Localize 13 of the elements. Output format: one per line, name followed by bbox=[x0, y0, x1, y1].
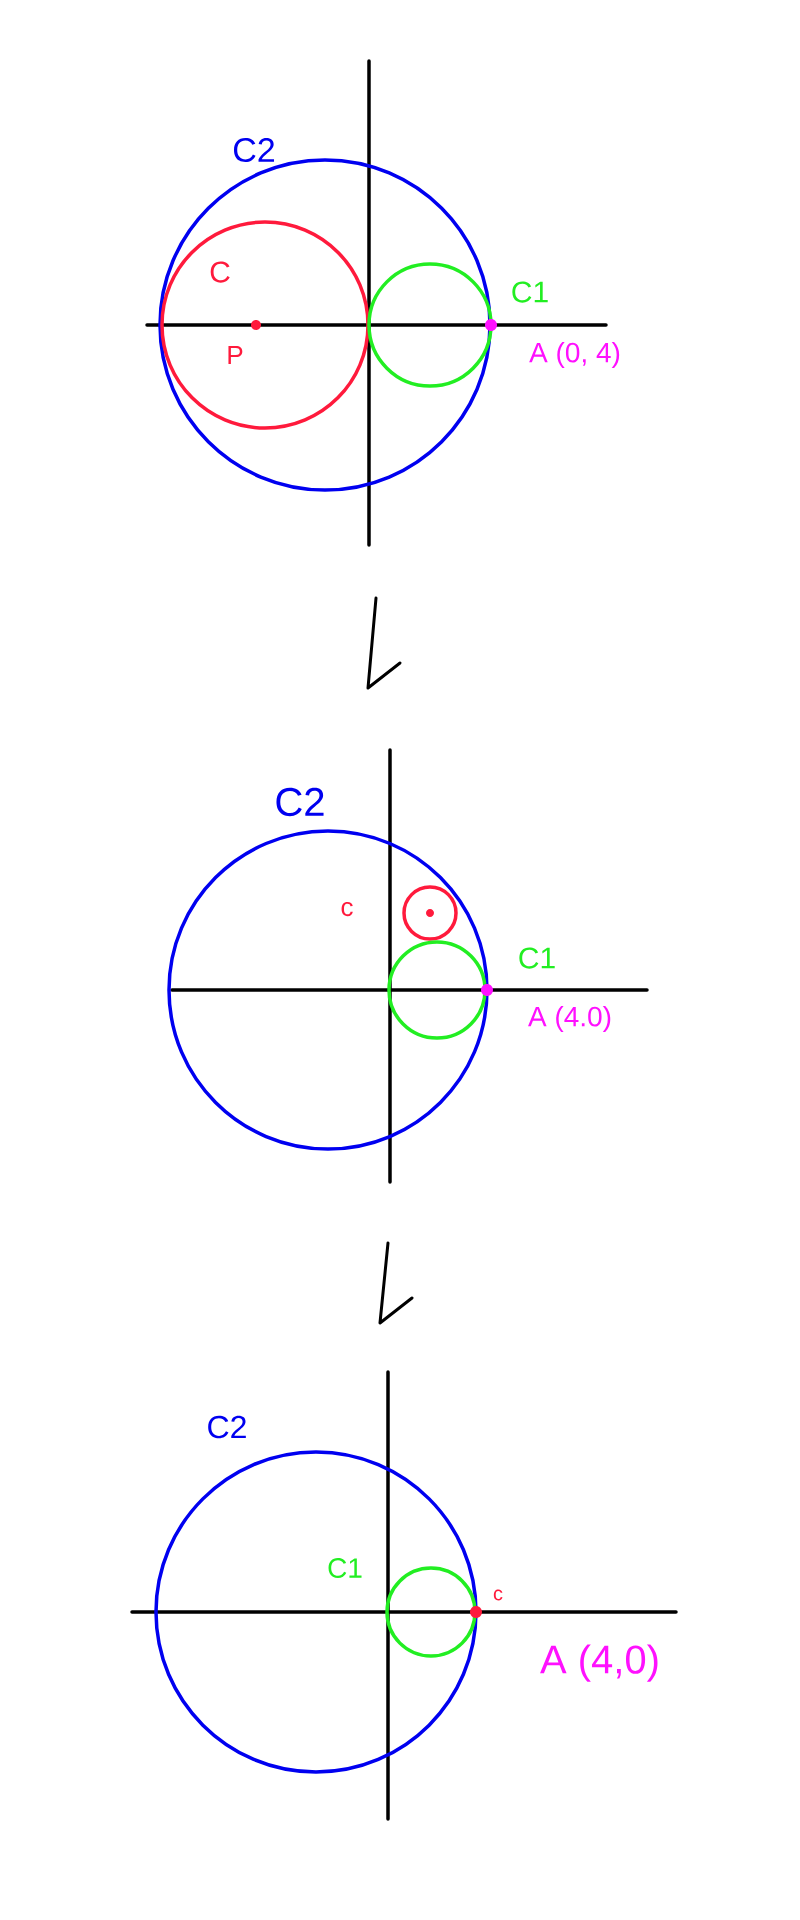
point-label: A (0, 4) bbox=[529, 342, 620, 369]
point-label: C2 bbox=[234, 138, 274, 163]
point-label: C1 bbox=[328, 1558, 362, 1578]
point-label: C2 bbox=[208, 1415, 246, 1439]
point-label: C1 bbox=[519, 947, 555, 969]
point-label: c bbox=[493, 1589, 503, 1601]
point-label: c bbox=[341, 901, 353, 917]
point-label: P bbox=[228, 346, 243, 364]
point-label: A (4,0) bbox=[540, 1644, 658, 1682]
point-label: C2 bbox=[276, 787, 324, 817]
point-label: C bbox=[210, 261, 230, 283]
point-label: C1 bbox=[512, 281, 548, 303]
point-label: A (4.0) bbox=[528, 1006, 611, 1033]
